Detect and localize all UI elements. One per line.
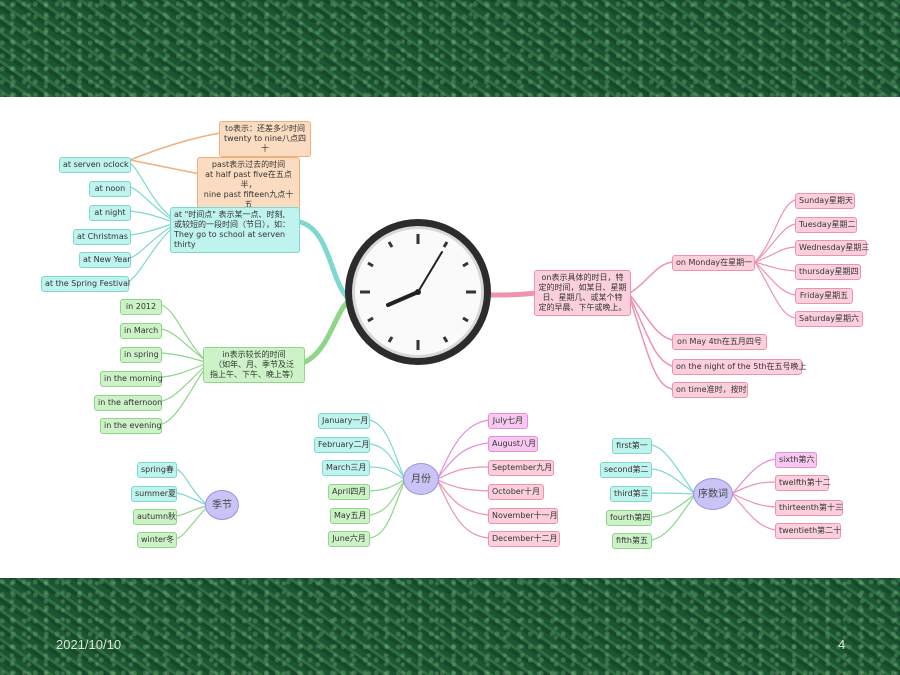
ordinal-item: first第一 [612,438,652,454]
in-item: in the morning [100,371,163,387]
season-item: autumn秋 [133,509,177,525]
month-item: May五月 [330,508,370,524]
page-number: 4 [838,637,846,652]
month-item: June六月 [328,531,370,547]
month-item: November十一月 [488,508,558,524]
ordinal-item: sixth第六 [775,452,817,468]
on-other-item: on the night of the 5th在五号晚上 [672,359,807,375]
season-item: summer夏 [131,486,177,502]
in-item: in the afternoon [94,395,162,411]
weekday-item: Friday星期五 [795,288,853,304]
month-item: March三月 [322,460,370,476]
month-item: April四月 [328,484,370,500]
on-group-center: on表示具体的时日，特 定的时间，如某日、星期 日、星期几、或某个特 定的早晨、… [534,270,631,316]
in-group-center: in表示较长的时间 （如年、月、季节及泛 指上午、下午、晚上等） [203,347,305,383]
weekday-item: thursday星期四 [795,264,861,280]
at-item: at night [89,205,131,221]
in-item: in 2012 [120,299,162,315]
season-item: winter冬 [137,532,177,548]
ordinal-item: fifth第五 [612,533,652,549]
weekday-item: Wednesday星期三 [795,240,869,256]
header-background-band [0,0,900,97]
ordinal-item: twentieth第二十 [775,523,841,539]
past-time-note: past表示过去的时间 at half past five在五点半， nine … [197,157,300,213]
on-monday-node: on Monday在星期一 [672,255,755,271]
footer-background-band [0,578,900,675]
month-item: September九月 [488,460,554,476]
at-item: at Christmas [73,229,131,245]
month-item: August八月 [488,436,538,452]
month-item: February二月 [314,437,370,453]
ordinal-item: fourth第四 [606,510,652,526]
at-item: at serven oclock [59,157,131,173]
weekday-item: Sunday星期天 [795,193,855,209]
at-item: at New Year [79,252,131,268]
month-item: December十二月 [488,531,560,547]
ordinal-center: 序数词 [693,478,733,510]
month-item: July七月 [488,413,528,429]
season-item: spring春 [137,462,177,478]
ordinal-item: twelfth第十二 [775,475,831,491]
at-item: at the Spring Festival [41,276,130,292]
season-center: 季节 [205,490,239,520]
weekday-item: Saturday星期六 [795,311,863,327]
weekday-item: Tuesday星期二 [795,217,857,233]
in-item: in the evening [100,418,162,434]
month-item: October十月 [488,484,544,500]
on-other-item: on May 4th在五月四号 [672,334,767,350]
on-other-item: on time准时，按时 [672,382,748,398]
ordinal-item: third第三 [610,486,652,502]
ordinal-item: thirteenth第十三 [775,500,843,516]
month-item: January一月 [318,413,370,429]
footer-date: 2021/10/10 [56,637,122,652]
at-item: at noon [89,181,131,197]
at-group-center: at "时间点" 表示某一点、时刻, 或较短的一段时间（节日），如： They … [170,207,300,253]
month-center: 月份 [403,463,439,495]
in-item: in March [120,323,162,339]
ordinal-item: second第二 [600,462,652,478]
to-time-note: to表示：还差多少时间 twenty to nine八点四十 [219,121,311,157]
in-item: in spring [120,347,162,363]
